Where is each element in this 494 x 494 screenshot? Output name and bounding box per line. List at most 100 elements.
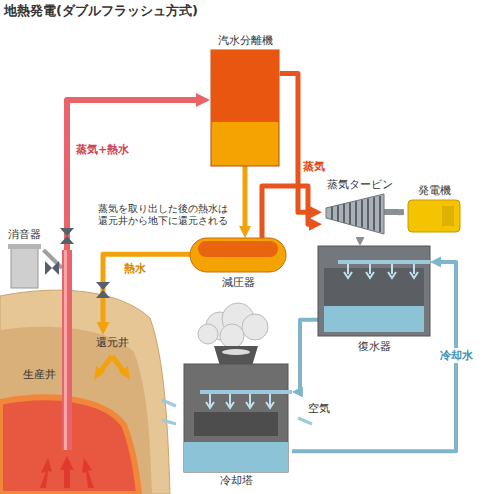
decompressor-body — [190, 238, 286, 272]
diagram-title: 地熱発電(ダブルフラッシュ方式) — [4, 3, 198, 19]
heat-arrow — [60, 456, 74, 488]
valve — [60, 228, 74, 244]
turbine-casing — [326, 194, 384, 234]
pipe-label: 冷却水 — [439, 348, 474, 363]
spray — [206, 394, 214, 408]
cooling-tower-drawing — [184, 303, 292, 472]
separator: 汽水分離機 — [210, 34, 280, 166]
condenser: 復水器 — [318, 246, 430, 356]
turbine-fin — [361, 200, 363, 227]
spray — [226, 394, 234, 408]
pipe-connector — [292, 262, 456, 451]
valve — [45, 261, 59, 275]
pipe-connector — [67, 100, 201, 250]
node-label: 生産井 — [23, 368, 56, 381]
air-label: 空気 — [308, 402, 330, 415]
valve — [96, 282, 110, 298]
spray — [344, 264, 352, 278]
arrow-head — [119, 366, 130, 380]
valve-half — [96, 282, 110, 290]
silencer-body — [11, 246, 38, 288]
turbine-fin — [337, 205, 339, 221]
spray-header — [338, 260, 430, 264]
air-arrow — [162, 420, 176, 424]
tower-body — [184, 364, 288, 472]
node-label: 蒸気タービン — [322, 178, 398, 191]
turbine-fin — [367, 199, 369, 229]
turbine-fin — [355, 201, 357, 225]
turbine-shaft — [384, 209, 398, 215]
node-label: 発電機 — [404, 184, 464, 197]
turbine-fin — [379, 196, 381, 232]
turbine-fin — [373, 197, 375, 230]
heat-arrow — [82, 458, 94, 488]
spray — [266, 394, 274, 408]
air-arrow — [298, 418, 312, 424]
steam-turbine-drawing — [326, 194, 398, 234]
well-pipe — [62, 250, 72, 450]
air-arrow — [162, 400, 176, 406]
reinjection-heads — [94, 366, 130, 380]
silencer-cap — [8, 244, 41, 249]
separator-steam — [211, 50, 279, 122]
fan-housing — [214, 346, 258, 366]
node-label: 消音器 — [5, 228, 44, 241]
generator: 発電機 — [404, 184, 464, 234]
turbine-fin — [331, 207, 333, 220]
valve-half — [60, 228, 74, 236]
valve-half — [60, 236, 74, 244]
heat-arrow — [40, 458, 52, 488]
tower-basin — [184, 442, 288, 472]
steam-cloud — [198, 324, 218, 344]
spray — [388, 264, 396, 278]
pipe-label: 熱水 — [124, 262, 146, 275]
decompressor-steam — [198, 241, 278, 257]
reinjection-arrows — [100, 356, 124, 372]
decompressor: 減圧器 — [190, 238, 286, 294]
spray — [246, 394, 254, 408]
production-well-drawing — [62, 250, 72, 450]
separator-shape — [210, 34, 280, 166]
pipe-connector — [398, 209, 404, 215]
valve-half — [52, 261, 59, 275]
turbine-fin — [343, 204, 345, 223]
valve-half — [96, 290, 110, 298]
production-well: 生産井 — [62, 250, 72, 450]
pipe-connector — [243, 166, 248, 230]
reinjection-arrow — [100, 356, 112, 372]
separator-body — [211, 50, 279, 166]
steam-cloud — [220, 324, 244, 348]
decompressor-drawing — [190, 238, 286, 272]
separator-drawing — [211, 50, 279, 166]
pipe-connector — [103, 254, 190, 326]
node-label: 復水器 — [318, 340, 430, 353]
production-well-shape — [62, 250, 72, 450]
arrow-head — [94, 366, 105, 380]
node-label: 減圧器 — [190, 276, 286, 289]
generator-drawing — [408, 200, 460, 232]
silencer-drawing — [8, 244, 41, 288]
reinjection-well: 還元井 — [92, 335, 132, 353]
pipe-label: 蒸気+熱水 — [76, 143, 129, 156]
condenser-shape — [318, 246, 430, 356]
steam-cloud — [242, 314, 268, 340]
condenser-chamber — [324, 268, 424, 332]
pipe-label: 蒸気 — [303, 160, 325, 173]
condenser-body — [318, 246, 430, 336]
reinjection-arrow — [112, 356, 124, 372]
spray — [410, 264, 418, 278]
spray-header — [200, 390, 292, 394]
condenser-drawing — [318, 246, 430, 336]
turbine-fin — [349, 203, 351, 225]
fill-packing — [194, 412, 278, 436]
cooling-tower-shape — [180, 306, 292, 490]
pipe-connector — [262, 186, 314, 238]
condenser-water — [324, 306, 424, 332]
node-label: 汽水分離機 — [210, 34, 280, 47]
valve-half — [45, 261, 52, 275]
well-pipe-shine — [64, 250, 67, 450]
pipe-connector — [357, 238, 363, 240]
node-label: 還元井 — [92, 336, 132, 349]
cooling-tower: 冷却塔 — [180, 306, 292, 490]
silencer: 消音器 — [5, 228, 44, 290]
